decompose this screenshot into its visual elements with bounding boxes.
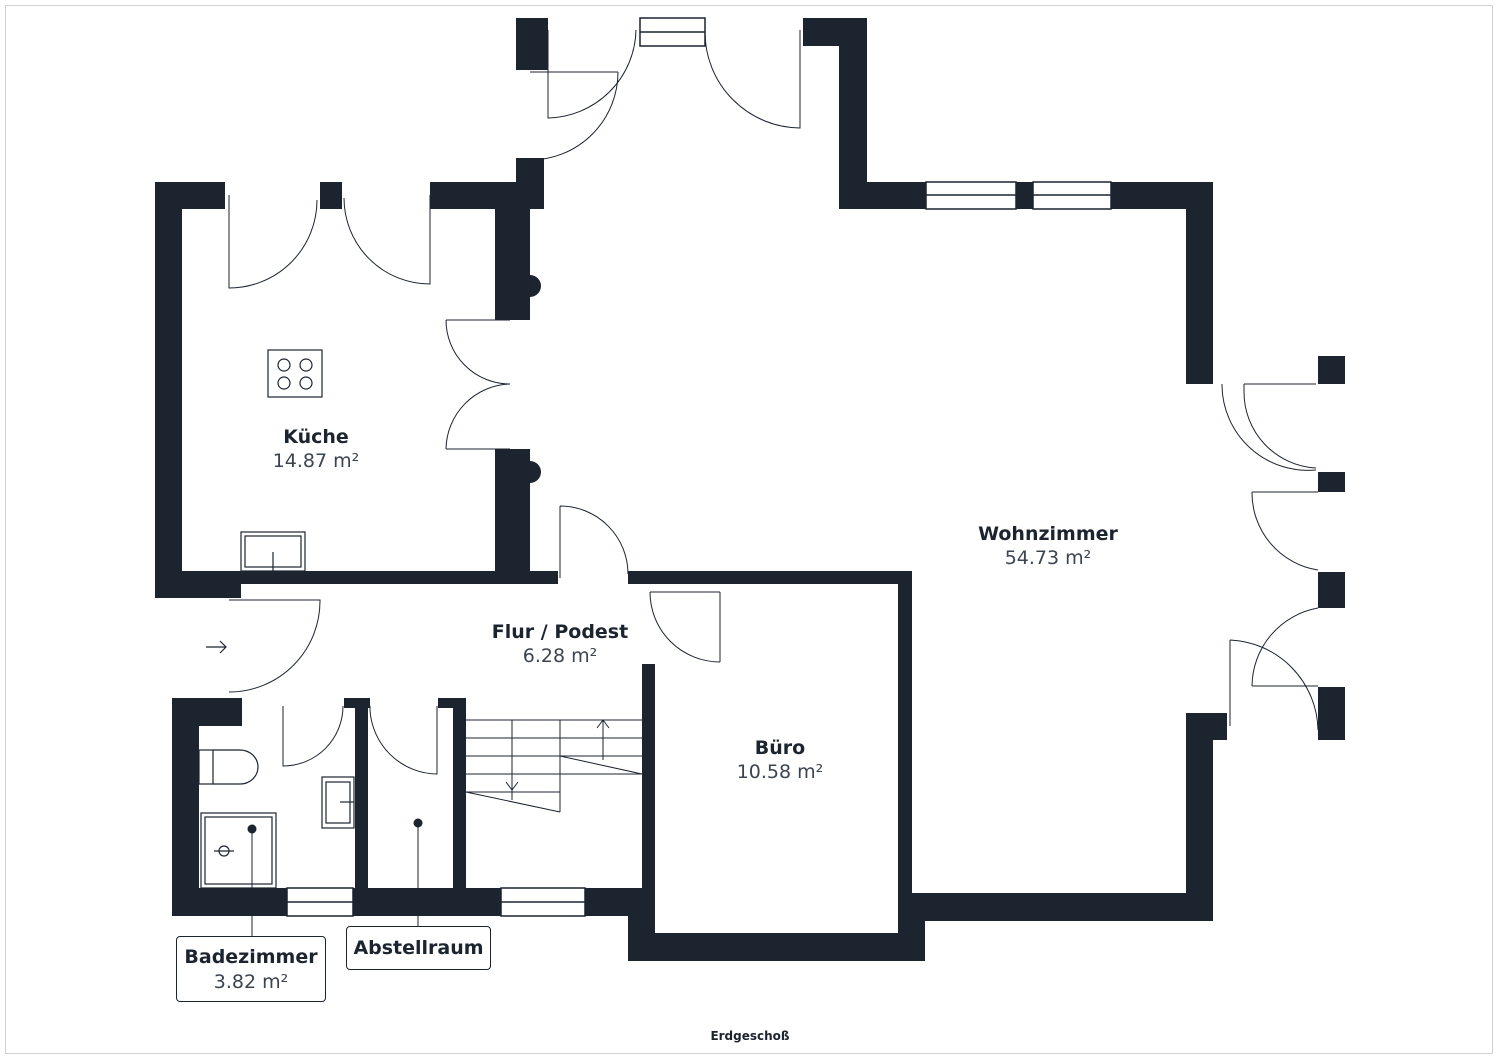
room-callout-abstellraum: Abstellraum xyxy=(346,926,491,970)
stair-up-arrow-icon xyxy=(596,719,610,760)
room-area: 14.87 m² xyxy=(272,449,360,472)
wall xyxy=(585,888,655,916)
room-name: Flur / Podest xyxy=(491,621,629,643)
room-name: Büro xyxy=(754,737,806,759)
wall xyxy=(839,18,867,209)
doors xyxy=(228,29,1319,775)
wall xyxy=(172,698,242,726)
room-label-flur: Flur / Podest 6.28 m² xyxy=(470,621,650,669)
room-area: 10.58 m² xyxy=(736,760,824,783)
stair-down-arrow-icon xyxy=(505,781,519,791)
wall xyxy=(438,698,466,708)
sink-icon xyxy=(240,531,306,572)
wall xyxy=(642,664,655,961)
wall xyxy=(1318,356,1345,384)
wall xyxy=(1318,572,1345,608)
wall xyxy=(1016,182,1033,209)
room-label-wohnzimmer: Wohnzimmer 54.73 m² xyxy=(958,523,1138,571)
wall xyxy=(898,893,925,961)
wall xyxy=(1318,472,1345,492)
wall xyxy=(241,571,558,584)
wall xyxy=(353,888,501,916)
wall xyxy=(155,182,182,598)
wall xyxy=(355,698,368,916)
room-name: Abstellraum xyxy=(353,937,484,959)
walls xyxy=(155,18,1345,961)
wall xyxy=(898,571,912,961)
column xyxy=(519,461,541,483)
wall xyxy=(898,893,1213,921)
room-area: 6.28 m² xyxy=(522,644,598,667)
entrance-arrow-icon xyxy=(206,640,227,654)
wall xyxy=(628,933,925,961)
room-name: Küche xyxy=(283,426,349,448)
wall xyxy=(516,18,548,70)
room-label-buero: Büro 10.58 m² xyxy=(700,737,860,785)
room-name: Wohnzimmer xyxy=(978,523,1118,545)
column xyxy=(519,275,541,297)
wall xyxy=(1318,687,1345,740)
room-area: 3.82 m² xyxy=(213,970,289,993)
wall xyxy=(1186,713,1227,740)
floor-title: Erdgeschoß xyxy=(710,1029,790,1043)
room-callout-badezimmer: Badezimmer 3.82 m² xyxy=(176,936,326,1002)
wall xyxy=(155,571,241,598)
plan-frame xyxy=(5,5,1493,1054)
sink-icon xyxy=(321,776,355,829)
wall xyxy=(453,698,466,916)
wall xyxy=(320,182,342,209)
wall xyxy=(1186,713,1213,921)
wall xyxy=(172,698,199,916)
toilet-icon xyxy=(198,749,259,785)
windows xyxy=(286,17,1112,917)
wall xyxy=(172,888,287,916)
wall xyxy=(516,158,544,209)
cooktop-icon xyxy=(267,349,323,398)
room-label-kueche: Küche 14.87 m² xyxy=(236,426,396,474)
wall xyxy=(839,182,926,209)
stairs xyxy=(465,719,643,813)
callout-leaders xyxy=(247,818,423,936)
room-area: 54.73 m² xyxy=(1004,546,1092,569)
shower-icon xyxy=(200,812,277,889)
room-name: Badezimmer xyxy=(184,946,318,968)
wall xyxy=(628,571,912,584)
fixtures xyxy=(198,349,355,889)
wall xyxy=(1186,182,1213,384)
